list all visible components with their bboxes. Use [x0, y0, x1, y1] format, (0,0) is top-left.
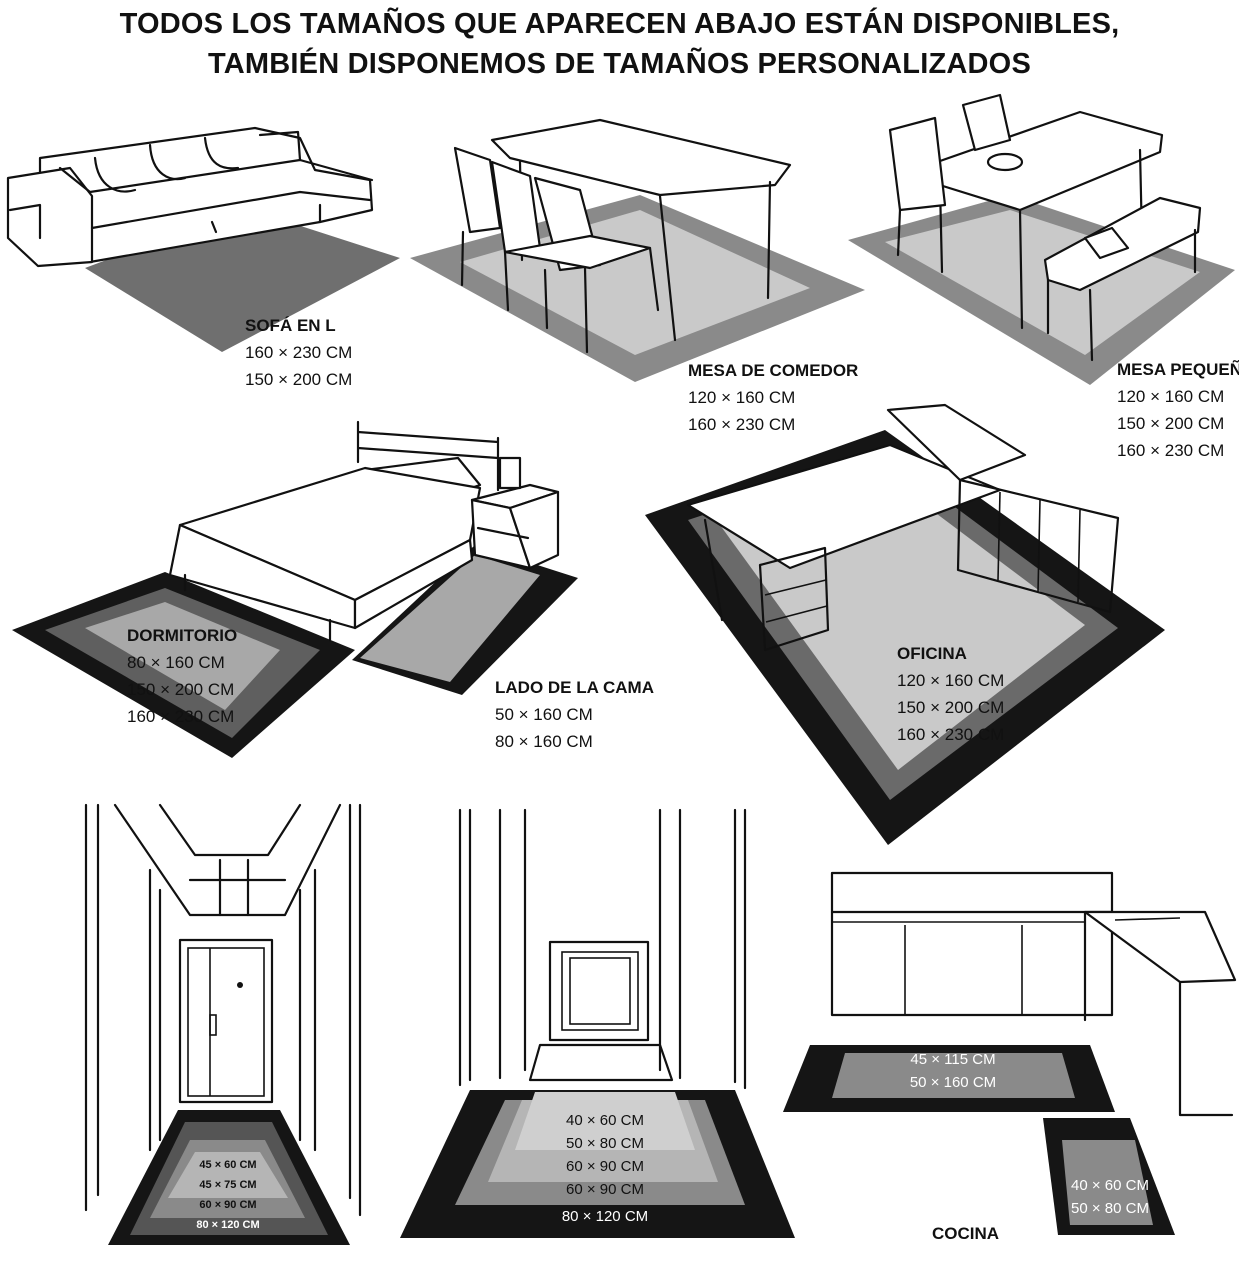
office-name: OFICINA — [897, 644, 967, 663]
hallway-scene — [84, 803, 362, 1245]
kitchen-top-size-1: 45 × 115 CM — [910, 1051, 996, 1068]
small-table-name: MESA PEQUEÑA — [1117, 360, 1239, 379]
entrance-scene — [400, 808, 795, 1238]
hallway-size-3: 60 × 90 CM — [199, 1199, 257, 1211]
office-desk-icon — [686, 403, 1120, 652]
hallway-size-1: 45 × 60 CM — [199, 1159, 257, 1171]
dining-size-1: 120 × 160 CM — [688, 388, 796, 407]
bedroom-label: DORMITORIO 80 × 160 CM 150 × 200 CM 160 … — [127, 622, 237, 730]
small-table-scene — [848, 93, 1235, 385]
bedside-size-1: 50 × 160 CM — [495, 705, 593, 724]
sofa-size-2: 150 × 200 CM — [245, 370, 353, 389]
sofa-label: SOFÁ EN L 160 × 230 CM 150 × 200 CM — [245, 312, 352, 393]
office-size-3: 160 × 230 CM — [897, 725, 1005, 744]
kitchen-rug-top-inner — [832, 1053, 1075, 1098]
office-scene — [645, 403, 1165, 845]
bedside-name: LADO DE LA CAMA — [495, 678, 654, 697]
header-line-2: TAMBIÉN DISPONEMOS DE TAMAÑOS PERSONALIZ… — [208, 48, 1031, 80]
dining-scene — [410, 118, 865, 382]
entrance-size-3: 60 × 90 CM — [566, 1158, 644, 1175]
small-table-size-1: 120 × 160 CM — [1117, 387, 1225, 406]
small-table-size-2: 150 × 200 CM — [1117, 414, 1225, 433]
bed-rug-inner — [85, 602, 280, 710]
bed-icon — [168, 420, 500, 642]
bedroom-size-1: 80 × 160 CM — [127, 653, 225, 672]
sofa-size-1: 160 × 230 CM — [245, 343, 353, 362]
dining-name: MESA DE COMEDOR — [688, 361, 859, 380]
dining-size-2: 160 × 230 CM — [688, 415, 796, 434]
hallway-size-4: 80 × 120 CM — [196, 1219, 260, 1231]
bedside-size-2: 80 × 160 CM — [495, 732, 593, 751]
kitchen-rug-side-inner — [1062, 1140, 1153, 1225]
sofa-scene — [6, 126, 400, 352]
kitchen-name: COCINA — [932, 1224, 1000, 1243]
sofa-name: SOFÁ EN L — [245, 316, 336, 335]
office-size-1: 120 × 160 CM — [897, 671, 1005, 690]
hallway-label: 45 × 60 CM 45 × 75 CM 60 × 90 CM 80 × 12… — [180, 1155, 276, 1235]
dining-label: MESA DE COMEDOR 120 × 160 CM 160 × 230 C… — [688, 357, 858, 438]
l-sofa-icon — [6, 126, 374, 268]
small-table-size-3: 160 × 230 CM — [1117, 441, 1225, 460]
kitchen-top-size-2: 50 × 160 CM — [909, 1074, 997, 1091]
dining-table-icon — [453, 118, 792, 354]
bedside-rug-inner — [360, 555, 540, 682]
entrance-size-2: 50 × 80 CM — [566, 1135, 644, 1152]
header-line-1: TODOS LOS TAMAÑOS QUE APARECEN ABAJO EST… — [119, 8, 1120, 40]
kitchen-top-label: 45 × 115 CM 50 × 160 CM — [883, 1048, 1023, 1094]
entrance-label: 40 × 60 CM 50 × 80 CM 60 × 90 CM 60 × 90… — [535, 1109, 675, 1228]
bedroom-scene — [12, 420, 578, 758]
entrance-size-4: 60 × 90 CM — [566, 1181, 644, 1198]
hall-rug-4 — [168, 1152, 288, 1198]
bedroom-size-2: 150 × 200 CM — [127, 680, 235, 699]
hallway-size-2: 45 × 75 CM — [199, 1179, 257, 1191]
small-dining-table-icon — [888, 93, 1202, 362]
entrance-rug-4 — [515, 1092, 695, 1150]
office-label: OFICINA 120 × 160 CM 150 × 200 CM 160 × … — [897, 640, 1004, 748]
bedroom-name: DORMITORIO — [127, 626, 238, 645]
bedside-label: LADO DE LA CAMA 50 × 160 CM 80 × 160 CM — [495, 674, 654, 755]
office-size-2: 150 × 200 CM — [897, 698, 1005, 717]
small-table-rug-inner — [885, 210, 1200, 355]
kitchen-scene — [783, 871, 1237, 1235]
bedroom-size-3: 160 × 230 CM — [127, 707, 235, 726]
kitchen-side-size-1: 40 × 60 CM — [1071, 1177, 1149, 1194]
entrance-size-1: 40 × 60 CM — [566, 1112, 644, 1129]
entrance-size-5: 80 × 120 CM — [561, 1208, 649, 1225]
kitchen-side-size-2: 50 × 80 CM — [1071, 1200, 1149, 1217]
nightstand-icon — [470, 456, 560, 570]
kitchen-side-label: 40 × 60 CM 50 × 80 CM — [1058, 1174, 1162, 1220]
small-table-label: MESA PEQUEÑA 120 × 160 CM 150 × 200 CM 1… — [1117, 356, 1239, 464]
